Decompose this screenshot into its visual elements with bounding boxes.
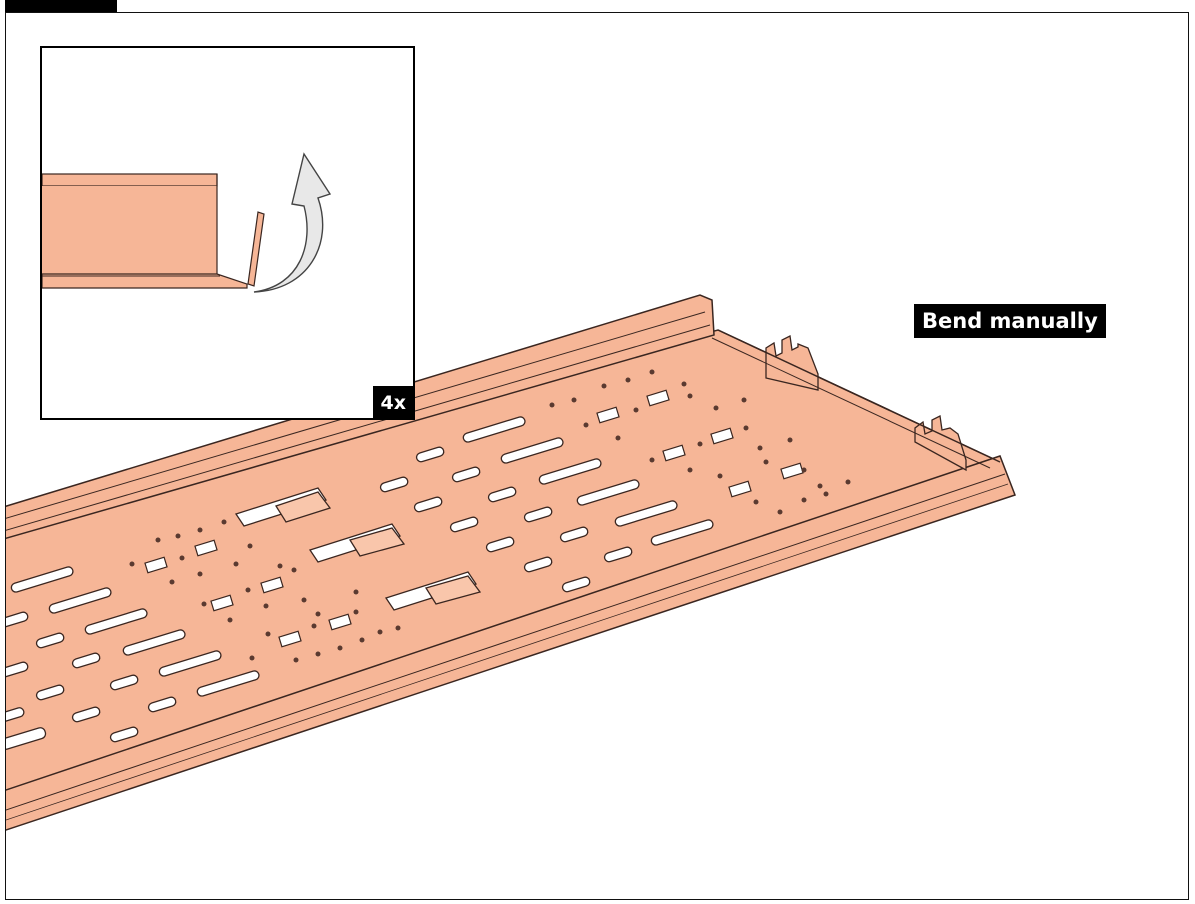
- step-number-tab: [5, 0, 117, 13]
- detail-inset: 4x: [40, 46, 415, 420]
- bend-manually-label: Bend manually: [914, 304, 1106, 338]
- quantity-badge: 4x: [372, 386, 413, 418]
- inset-tray-profile: [42, 173, 248, 289]
- bend-tab-windows: [234, 487, 482, 611]
- tray-near-wall: [6, 455, 1016, 831]
- curved-up-arrow-icon: [253, 152, 332, 293]
- end-tab-1: [765, 335, 819, 391]
- inset-bend-tab: [247, 211, 265, 287]
- end-tab-2: [914, 415, 967, 472]
